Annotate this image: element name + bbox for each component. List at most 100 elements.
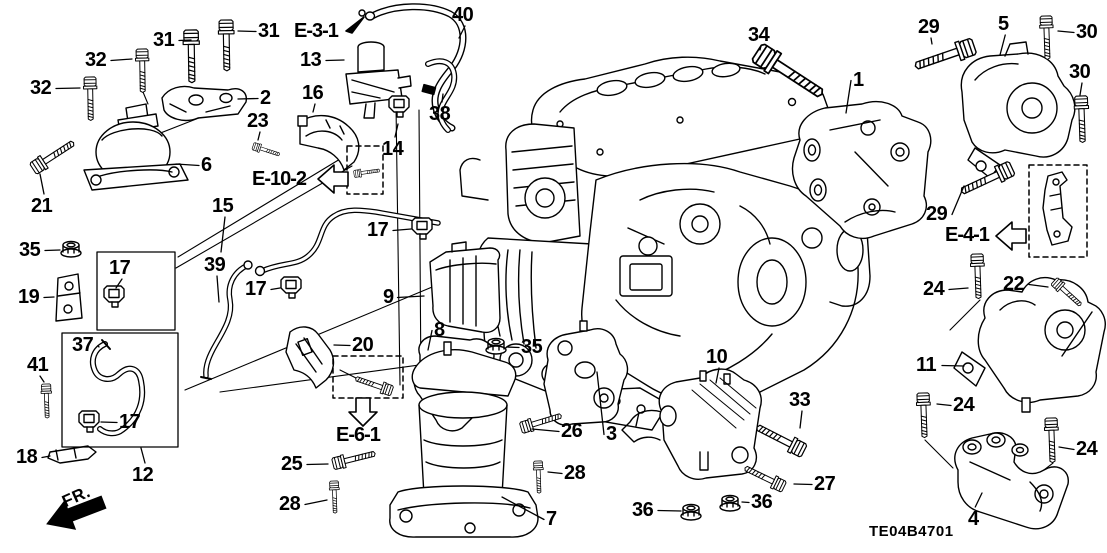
- callout-41: 41: [27, 354, 49, 376]
- callout-19: 19: [18, 286, 40, 308]
- leader-line-33: [799, 410, 803, 429]
- callout-37: 37: [72, 334, 94, 356]
- callout-27: 27: [814, 473, 836, 495]
- callout-2: 2: [260, 87, 271, 109]
- callout-22: 22: [1003, 273, 1025, 295]
- leader-line-16: [312, 103, 316, 113]
- leader-line-34: [759, 45, 762, 51]
- callout-4: 4: [968, 508, 979, 530]
- e-4-1-arrow-icon: [995, 221, 1027, 251]
- part-7-front-mount: [389, 341, 539, 538]
- leader-line-35: [506, 346, 520, 349]
- ref-code-e-10-2: E-10-2: [252, 168, 307, 190]
- callout-25: 25: [281, 453, 303, 475]
- leader-line-19: [43, 296, 55, 299]
- leader-line-11: [941, 364, 965, 367]
- leader-line-39: [216, 275, 220, 303]
- part-e41-bracket: [1042, 171, 1073, 246]
- leader-line-9: [396, 295, 425, 299]
- leader-line-17: [100, 421, 118, 424]
- callout-17: 17: [245, 278, 267, 300]
- leader-line-28: [304, 499, 328, 506]
- hose-38: [421, 58, 458, 133]
- leader-line-24: [1058, 446, 1075, 451]
- leader-line-32: [55, 87, 81, 90]
- leader-line-30: [1079, 82, 1083, 96]
- leader-lines: [39, 25, 1083, 521]
- leader-line-29: [951, 185, 965, 216]
- callout-18: 18: [16, 446, 38, 468]
- leader-line-6: [175, 163, 200, 167]
- leader-line-20: [333, 344, 351, 347]
- callout-30: 30: [1069, 61, 1091, 83]
- part-2-mount-bracket: [161, 85, 247, 122]
- part-5-transmission-mount: [960, 41, 1076, 179]
- leader-line-7: [501, 496, 545, 521]
- e-10-2-arrow-icon: [317, 164, 349, 194]
- callout-24: 24: [923, 278, 945, 300]
- callout-35: 35: [521, 336, 543, 358]
- callout-30: 30: [1076, 21, 1098, 43]
- leader-line-26: [531, 428, 560, 433]
- leader-line-17: [115, 278, 123, 289]
- leader-line-12: [140, 447, 146, 464]
- callout-6: 6: [201, 154, 212, 176]
- e-3-1-arrow-icon: [345, 16, 365, 34]
- leader-line-27: [793, 483, 813, 486]
- part-4-mount-base-bracket: [954, 432, 1069, 530]
- ref-arrows: [317, 16, 1027, 427]
- callout-10: 10: [706, 346, 728, 368]
- leader-line-13: [325, 59, 345, 62]
- callout-20: 20: [352, 334, 374, 356]
- leader-line-38: [441, 93, 444, 103]
- callout-32: 32: [85, 49, 107, 71]
- construction-lines: [111, 91, 1082, 480]
- part-9-heat-shield: [429, 241, 501, 334]
- leader-line-24: [948, 287, 969, 291]
- leader-line-31: [178, 39, 192, 42]
- leader-line-14: [394, 123, 399, 138]
- hose-37: [89, 339, 146, 437]
- part-20-hose-bracket: [285, 326, 335, 389]
- callout-24: 24: [1076, 438, 1098, 460]
- tube-15: [254, 207, 441, 277]
- engine-transmission-assembly: [459, 56, 871, 431]
- callout-11: 11: [916, 354, 937, 376]
- ref-code-e-3-1: E-3-1: [294, 20, 339, 42]
- leader-line-35: [44, 249, 61, 252]
- leader-line-4: [974, 492, 983, 508]
- callout-12: 12: [132, 464, 154, 486]
- leader-line-21: [39, 173, 45, 195]
- callout-16: 16: [302, 82, 324, 104]
- callout-36: 36: [751, 491, 773, 513]
- callout-15: 15: [212, 195, 234, 217]
- e-6-1-arrow-icon: [348, 397, 378, 427]
- callout-7: 7: [546, 508, 557, 530]
- leader-line-17: [392, 228, 412, 232]
- leader-line-31: [237, 30, 257, 33]
- callout-33: 33: [789, 389, 811, 411]
- part-19-bracket: [55, 273, 83, 322]
- ref-code-e-4-1: E-4-1: [945, 224, 990, 246]
- callout-28: 28: [279, 493, 301, 515]
- leader-line-10: [715, 367, 720, 384]
- callout-40: 40: [452, 4, 474, 26]
- leader-line-3: [596, 371, 605, 436]
- part-6-front-engine-mount: [83, 103, 189, 191]
- leader-line-1: [845, 79, 852, 114]
- leader-line-17: [270, 287, 281, 291]
- callout-39: 39: [204, 254, 226, 276]
- callout-21: 21: [31, 195, 53, 217]
- callout-31: 31: [153, 29, 175, 51]
- tube-39: [200, 260, 253, 380]
- callout-9: 9: [383, 286, 394, 308]
- callout-17: 17: [367, 219, 389, 241]
- part-10-rear-bracket: [621, 368, 762, 480]
- leader-line-41: [39, 375, 45, 383]
- leader-line-32: [110, 58, 133, 62]
- callout-38: 38: [429, 103, 451, 125]
- callout-35: 35: [19, 239, 41, 261]
- leader-line-36: [657, 509, 682, 512]
